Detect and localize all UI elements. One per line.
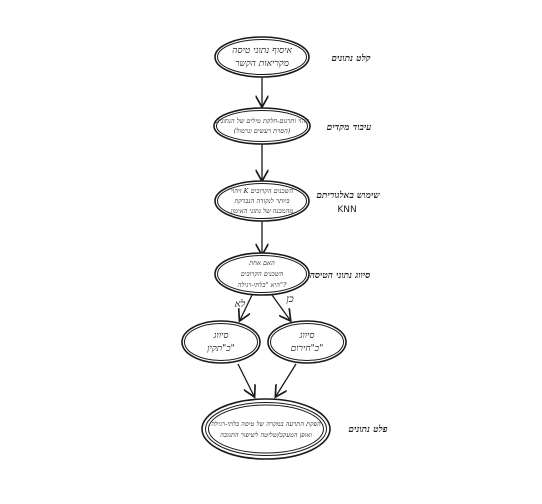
node-output-alert: הפקת התרעה במקרה של טיסה בלתי-רגילה ואופ…: [201, 398, 331, 460]
node-decision-anomaly: האם אחת השכנים הקרובים היא "בלתי-רגילה"?: [214, 252, 310, 296]
node-preprocess-line-1: זיהוי ותרגום-חלקת מילים של הנתונים: [215, 117, 309, 125]
node-decision-line-2: השכנים הקרובים: [241, 270, 284, 278]
node-decision-line-1: האם אחת: [248, 259, 275, 267]
node-output-line-1: הפקת התרעה במקרה של טיסה בלתי-רגילה: [211, 420, 321, 428]
node-classify-normal: סיווג כ"תקין": [181, 320, 261, 364]
node-knn-neighbors: זיהוי K השכנים הקרובים ביותר לנקודה הנבד…: [214, 180, 310, 222]
side-label-input: קלט נתונים: [331, 53, 370, 64]
node-urgent-line-2: כ"חירום": [291, 344, 324, 354]
arrow-urgent-to-output: [276, 363, 297, 396]
node-output-line-2: ואופן המעקב/שליטה לשיפור התגובה: [220, 431, 312, 439]
side-label-classify: סיווג נתוני הטיסה: [310, 271, 371, 281]
node-knn-line-2: ביותר לנקודה הנבדקת: [233, 197, 289, 205]
node-urgent-line-1: סיווג: [298, 331, 314, 341]
node-knn-line-3: מהמבנה של נתוני האימון: [231, 207, 294, 215]
side-label-knn-title: שימוש באלגוריתם: [316, 190, 380, 201]
node-preprocess-line-2: (הסרת רעשים ונרמול): [234, 127, 291, 135]
node-preprocess: זיהוי ותרגום-חלקת מילים של הנתונים (הסרת…: [213, 107, 311, 145]
node-classify-emergency: סיווג כ"חירום": [267, 320, 347, 364]
side-label-preprocess: עיבוד מקדים: [327, 123, 372, 133]
node-normal-line-1: סיווג: [212, 331, 228, 341]
branch-label-no: לא: [235, 298, 246, 310]
side-label-output: פלט נתונים: [348, 424, 387, 435]
node-knn-line-1: זיהוי K השכנים הקרובים: [231, 187, 293, 195]
arrow-normal-to-output: [237, 363, 254, 396]
node-collect-flight-data: איסוף נתוני טיסה מקריאות הקשר: [214, 36, 310, 78]
arrow-decision-to-urgent: [271, 294, 290, 320]
branch-label-yes: כן: [286, 294, 294, 305]
side-label-knn-sub: KNN: [337, 205, 356, 215]
node-decision-line-3: היא "בלתי-רגילה"?: [238, 281, 287, 289]
node-collect-line-2: מקריאות הקשר: [235, 59, 289, 69]
arrow-decision-to-normal: [240, 294, 253, 320]
node-normal-line-2: כ"תקין": [207, 344, 235, 354]
node-collect-line-1: איסוף נתוני טיסה: [232, 46, 292, 56]
